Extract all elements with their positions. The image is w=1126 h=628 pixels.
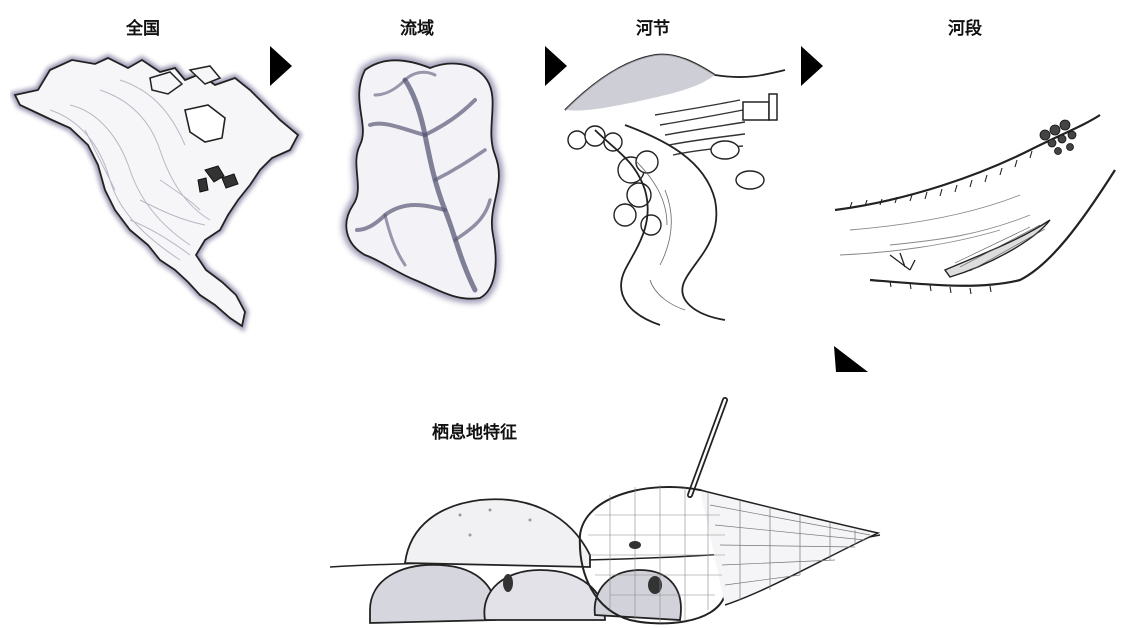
- arrow-diagonal-icon: [830, 342, 870, 376]
- river-valley-icon: [555, 40, 795, 330]
- label-river-reach: 河段: [948, 14, 982, 39]
- label-watershed: 流域: [400, 14, 434, 39]
- watershed-map-icon: [335, 40, 510, 310]
- river-reach-icon: [830, 95, 1125, 305]
- label-national: 全国: [126, 14, 160, 39]
- arrow-right-icon: [799, 44, 825, 88]
- rocks-and-net-icon: [330, 395, 890, 627]
- north-america-map-icon: [10, 50, 305, 335]
- label-river-section: 河节: [636, 14, 670, 39]
